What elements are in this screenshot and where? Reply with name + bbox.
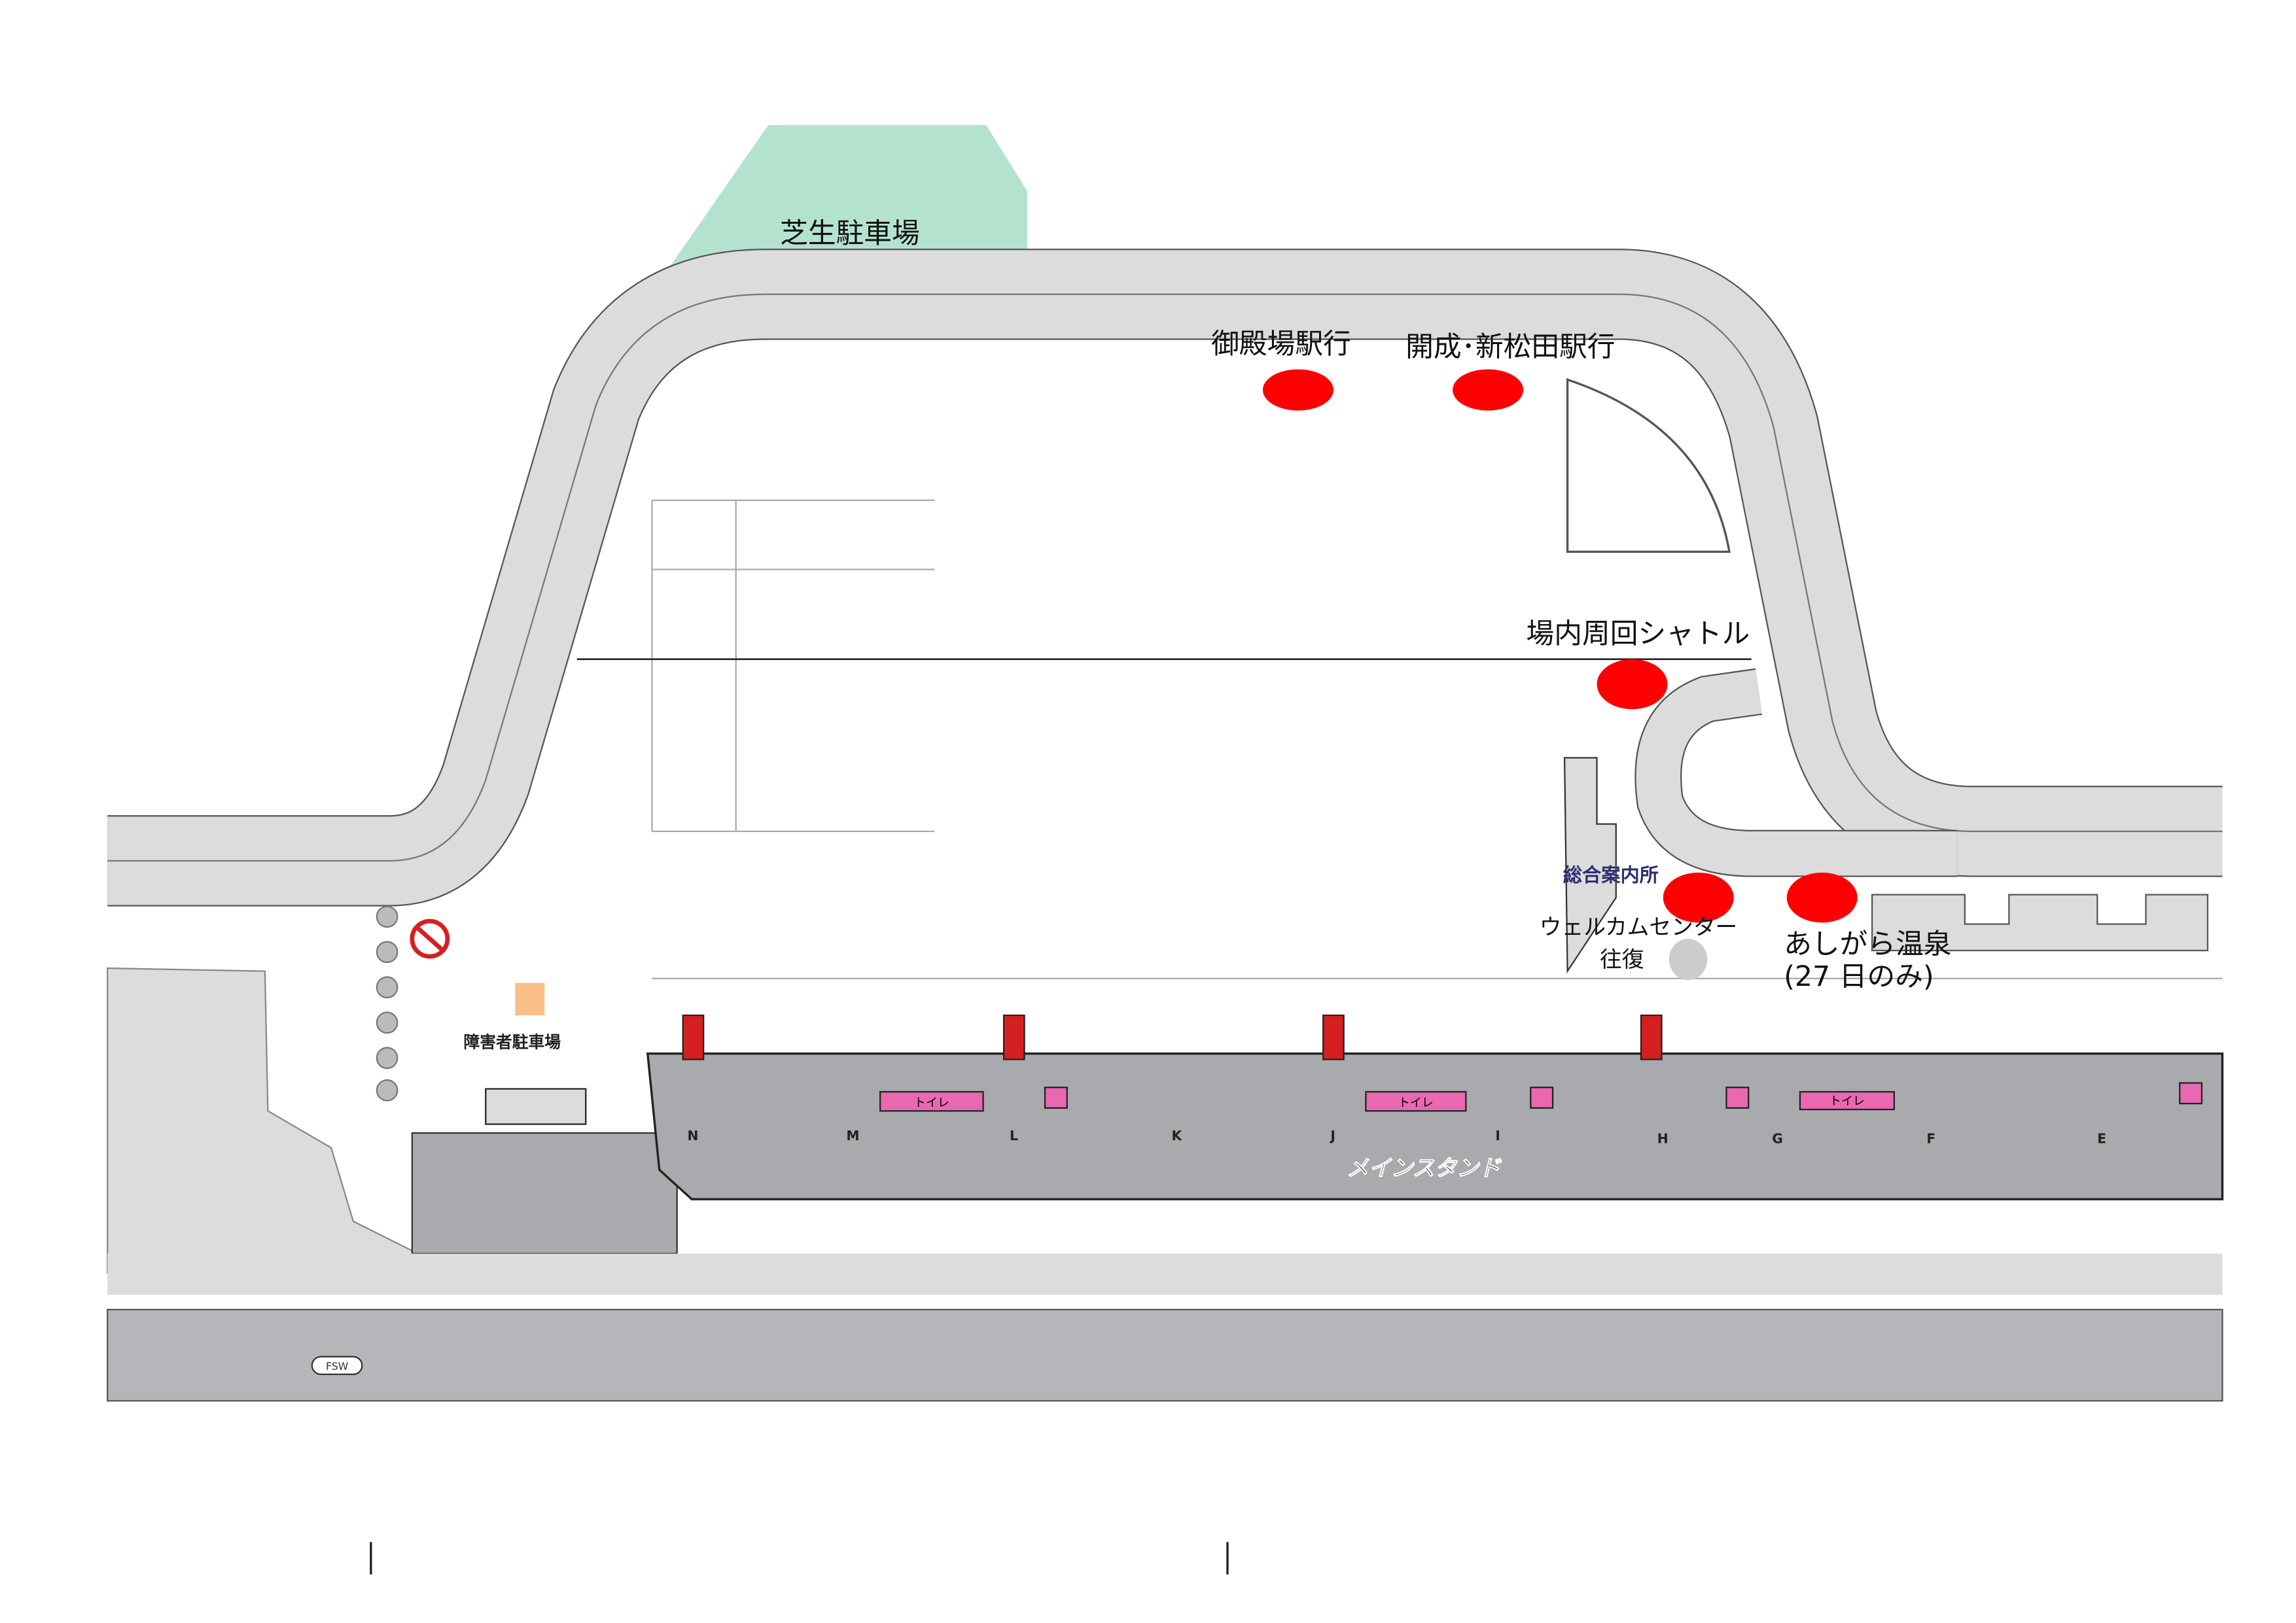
- toilet-1: トイレ: [879, 1091, 984, 1112]
- svg-text:F: F: [1926, 1131, 1935, 1147]
- road-fsw: [107, 1308, 2223, 1402]
- bus-stops[interactable]: [1262, 369, 1858, 923]
- svg-text:FSW: FSW: [326, 1360, 349, 1372]
- stop-ashigara-onsen[interactable]: [1786, 872, 1858, 923]
- stop-kaisei[interactable]: [1453, 369, 1524, 411]
- straight-track: [107, 1253, 2223, 1295]
- gate-labels: N M L K J I H G F E: [687, 1128, 2106, 1146]
- stop-welcome-center[interactable]: [1663, 872, 1734, 923]
- statue-icon: [1669, 939, 1708, 981]
- svg-text:G: G: [1772, 1131, 1783, 1147]
- svg-text:M: M: [846, 1128, 859, 1143]
- stop-shuttle[interactable]: [1597, 659, 1668, 710]
- stop-label-welcome: ウェルカムセンター: [1540, 914, 1737, 939]
- stop-label-welcome-2: 往復: [1600, 947, 1644, 972]
- main-stand: [646, 1052, 2224, 1200]
- svg-text:L: L: [1010, 1128, 1018, 1143]
- stop-gotemba[interactable]: [1262, 369, 1333, 411]
- bollard-icons: [376, 905, 398, 1102]
- no-smoking-icon: [410, 918, 450, 959]
- disabled-parking-label: 障害者駐車場: [464, 1033, 561, 1052]
- toilet-2: トイレ: [1365, 1091, 1467, 1112]
- accessible-toilet-icons: [1044, 1082, 2203, 1109]
- main-road: [107, 249, 2223, 907]
- parking-grid: [651, 499, 2223, 979]
- right-building: [1871, 894, 2209, 952]
- svg-text:H: H: [1657, 1131, 1669, 1147]
- svg-text:トイレ: トイレ: [1829, 1094, 1865, 1108]
- svg-text:J: J: [1329, 1128, 1335, 1143]
- svg-text:トイレ: トイレ: [1398, 1096, 1434, 1109]
- stop-label-gotemba: 御殿場駅行: [1211, 328, 1351, 360]
- svg-text:E: E: [2097, 1131, 2106, 1147]
- disabled-parking-lot: [485, 1088, 587, 1125]
- stop-label-onsen: あしがら温泉: [1784, 928, 1951, 961]
- paddock-block: [411, 1132, 678, 1255]
- stop-label-kaisei: 開成･新松田駅行: [1405, 330, 1615, 363]
- svg-text:I: I: [1495, 1128, 1500, 1143]
- toilet-3: トイレ: [1799, 1091, 1896, 1111]
- svg-text:K: K: [1171, 1128, 1182, 1143]
- info-center-building: [1563, 757, 1617, 974]
- quarter-building: [1566, 377, 1731, 553]
- sales-booths: [682, 1014, 1663, 1060]
- stop-label-onsen-2: (27 日のみ): [1784, 960, 1934, 993]
- svg-text:トイレ: トイレ: [914, 1096, 949, 1109]
- info-center-label: 総合案内所: [1563, 864, 1659, 886]
- main-stand-label: メインスタンド: [1347, 1155, 1502, 1181]
- lawn-parking-label: 芝生駐車場: [780, 217, 920, 250]
- fsw-badge: FSW: [311, 1355, 363, 1375]
- disabled-parking-marker: [515, 983, 545, 1016]
- left-area: [107, 967, 413, 1274]
- svg-text:N: N: [687, 1128, 698, 1143]
- stop-label-shuttle: 場内周回シャトル: [1527, 618, 1750, 650]
